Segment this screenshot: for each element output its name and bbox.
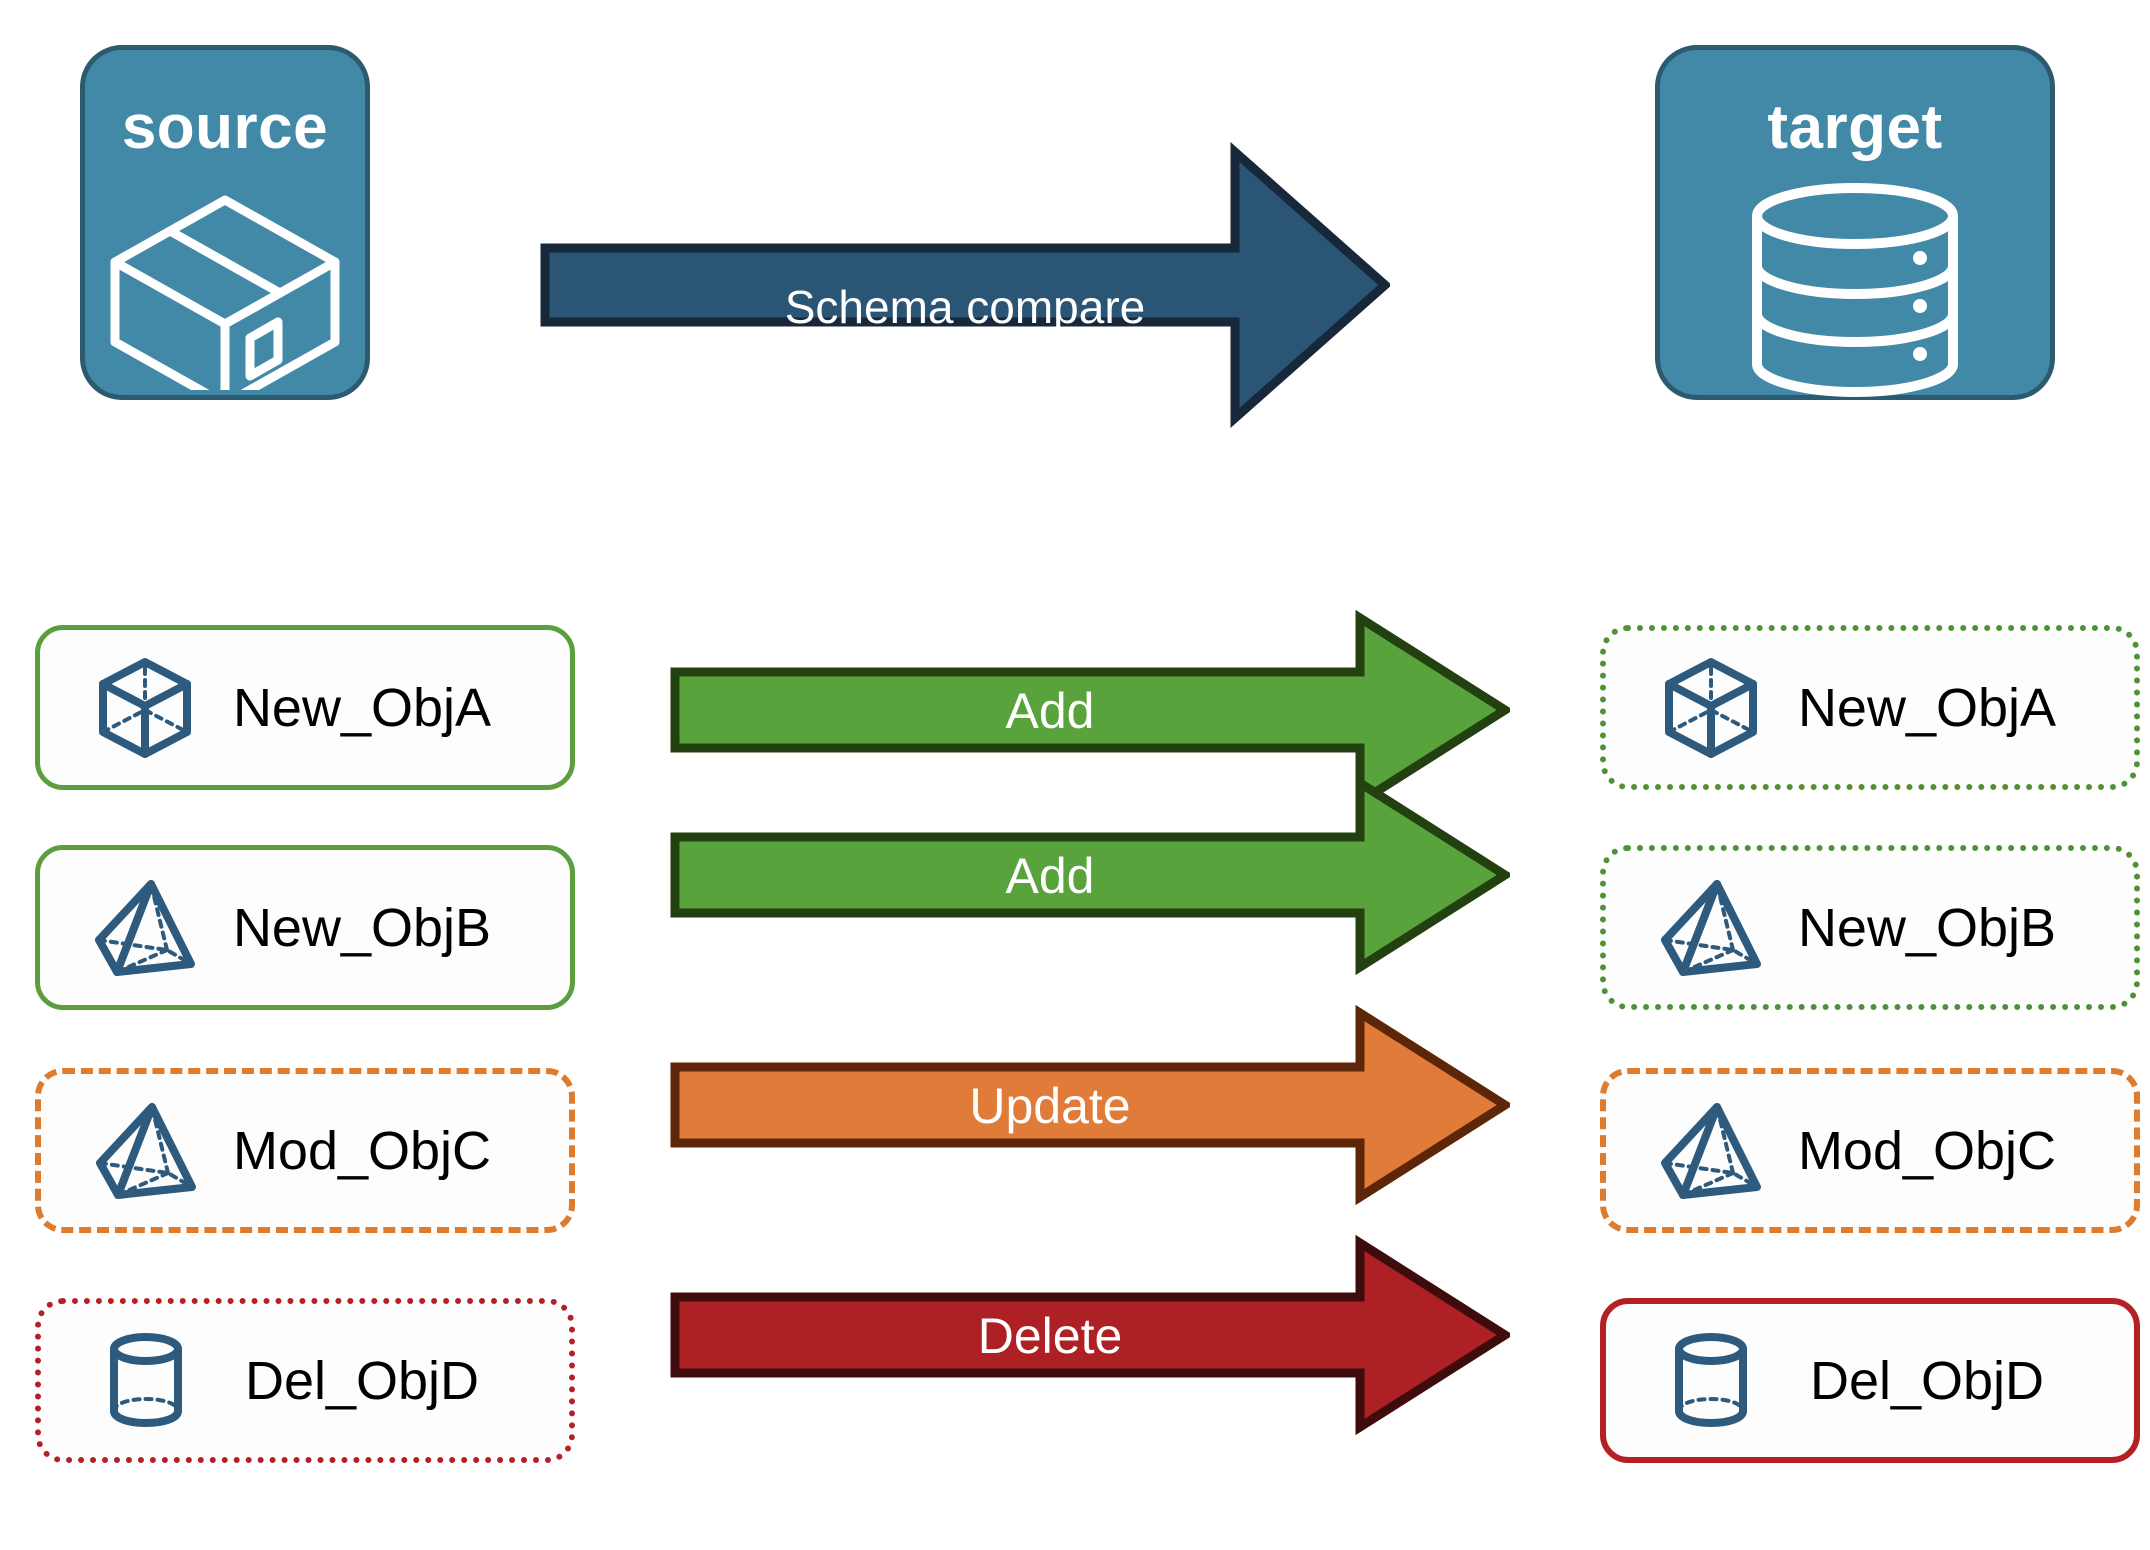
target-object-label-2: Mod_ObjC bbox=[1797, 1120, 2057, 1181]
database-cylinder-icon bbox=[1660, 180, 2050, 400]
action-arrow-1[interactable] bbox=[670, 774, 1514, 976]
target-endpoint-card[interactable]: target bbox=[1655, 45, 2055, 400]
schema-compare-arrow[interactable] bbox=[540, 140, 1392, 430]
action-arrow-label-1: Add bbox=[1005, 848, 1095, 904]
action-arrow-label-3: Delete bbox=[977, 1308, 1123, 1364]
target-object-label-0: New_ObjA bbox=[1797, 677, 2057, 738]
wireframe-pyramid-icon bbox=[1656, 1096, 1766, 1206]
source-title: source bbox=[121, 93, 329, 162]
source-object-box-1[interactable]: New_ObjB bbox=[35, 845, 575, 1010]
source-object-box-3[interactable]: Del_ObjD bbox=[35, 1298, 575, 1463]
source-object-label-0: New_ObjA bbox=[232, 677, 492, 738]
action-arrow-label-0: Add bbox=[1005, 683, 1095, 739]
action-arrow-2[interactable] bbox=[670, 1004, 1514, 1206]
wireframe-cylinder-icon bbox=[1656, 1326, 1766, 1436]
wireframe-cylinder-icon bbox=[91, 1326, 201, 1436]
source-endpoint-card[interactable]: source bbox=[80, 45, 370, 400]
target-object-box-1[interactable]: New_ObjB bbox=[1600, 845, 2140, 1010]
wireframe-cube-icon bbox=[1656, 653, 1766, 763]
wireframe-cube-icon bbox=[90, 653, 200, 763]
source-object-label-3: Del_ObjD bbox=[244, 1350, 480, 1411]
target-object-box-0[interactable]: New_ObjA bbox=[1600, 625, 2140, 790]
action-arrow-label-2: Update bbox=[969, 1078, 1131, 1134]
target-object-label-3: Del_ObjD bbox=[1809, 1350, 2045, 1411]
target-object-box-3[interactable]: Del_ObjD bbox=[1600, 1298, 2140, 1463]
source-object-box-0[interactable]: New_ObjA bbox=[35, 625, 575, 790]
target-object-box-2[interactable]: Mod_ObjC bbox=[1600, 1068, 2140, 1233]
package-box-icon bbox=[85, 190, 365, 390]
target-title: target bbox=[1767, 93, 1943, 162]
action-arrow-3[interactable] bbox=[670, 1234, 1514, 1436]
action-arrow-0[interactable] bbox=[670, 609, 1514, 811]
wireframe-pyramid-icon bbox=[91, 1096, 201, 1206]
wireframe-pyramid-icon bbox=[90, 873, 200, 983]
target-object-label-1: New_ObjB bbox=[1797, 897, 2057, 958]
source-object-box-2[interactable]: Mod_ObjC bbox=[35, 1068, 575, 1233]
source-object-label-1: New_ObjB bbox=[232, 897, 492, 958]
wireframe-pyramid-icon bbox=[1656, 873, 1766, 983]
source-object-label-2: Mod_ObjC bbox=[232, 1120, 492, 1181]
